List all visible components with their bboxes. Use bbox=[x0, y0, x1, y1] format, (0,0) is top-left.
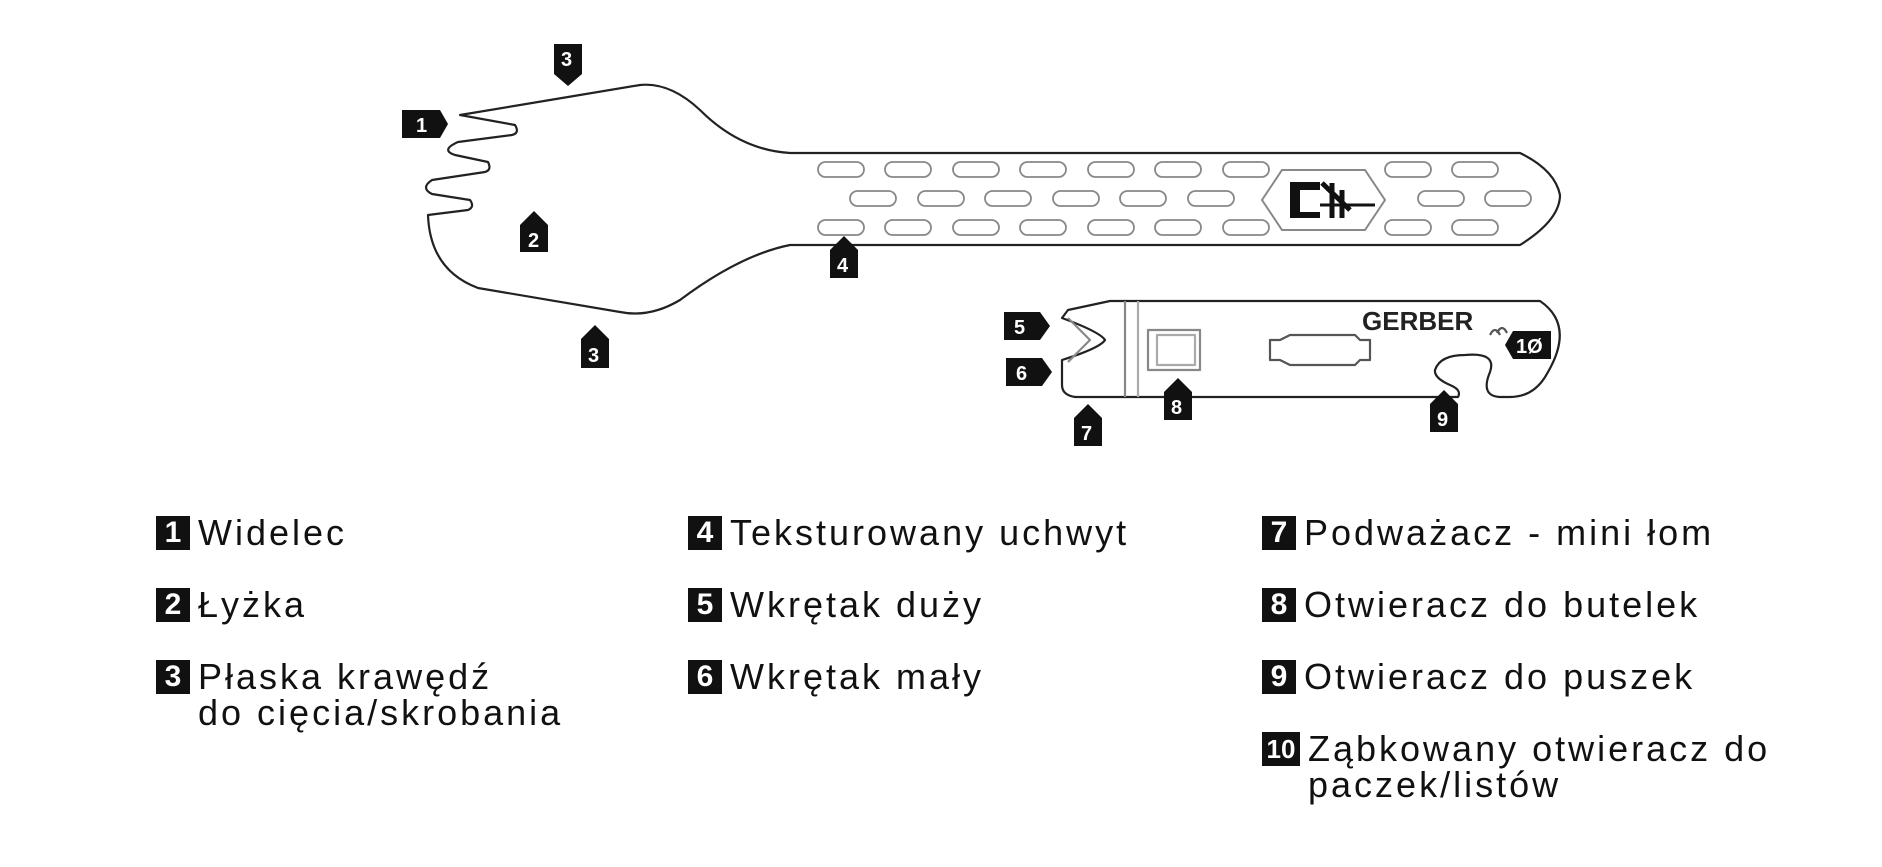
legend-number: 5 bbox=[688, 588, 722, 622]
callout-9: 9 bbox=[1430, 390, 1458, 432]
callout-10: 1Ø bbox=[1505, 331, 1551, 359]
legend-number: 10 bbox=[1262, 732, 1300, 766]
legend-item-4: 4 Teksturowany uchwyt bbox=[688, 515, 1129, 551]
legend-label: Ząbkowany otwieracz do paczek/listów bbox=[1308, 728, 1771, 805]
legend-number: 4 bbox=[688, 516, 722, 550]
legend-label: Widelec bbox=[198, 512, 348, 553]
brand-text: GERBER bbox=[1362, 306, 1473, 336]
svg-text:4: 4 bbox=[837, 255, 849, 277]
svg-text:2: 2 bbox=[528, 230, 539, 252]
legend-item-8: 8 Otwieracz do butelek bbox=[1262, 587, 1700, 623]
legend-item-1: 1 Widelec bbox=[156, 515, 347, 551]
legend-label: Płaska krawędź do cięcia/skrobania bbox=[198, 656, 564, 733]
legend-item-7: 7 Podważacz - mini łom bbox=[1262, 515, 1714, 551]
svg-text:6: 6 bbox=[1016, 363, 1027, 385]
legend-item-2: 2 Łyżka bbox=[156, 587, 307, 623]
legend-label: Otwieracz do puszek bbox=[1304, 656, 1696, 697]
legend-label: Podważacz - mini łom bbox=[1304, 512, 1715, 553]
legend-number: 2 bbox=[156, 588, 190, 622]
legend-item-9: 9 Otwieracz do puszek bbox=[1262, 659, 1695, 695]
svg-text:1Ø: 1Ø bbox=[1516, 336, 1543, 358]
svg-text:1: 1 bbox=[416, 115, 427, 137]
callout-5: 5 bbox=[1004, 312, 1050, 340]
legend-label: Wkrętak duży bbox=[730, 584, 985, 625]
legend-number: 7 bbox=[1262, 516, 1296, 550]
legend-number: 8 bbox=[1262, 588, 1296, 622]
callout-2: 2 bbox=[520, 211, 548, 252]
spork-outline bbox=[424, 83, 1562, 315]
svg-text:3: 3 bbox=[588, 345, 599, 367]
legend-label: Teksturowany uchwyt bbox=[730, 512, 1130, 553]
legend-item-10: 10 Ząbkowany otwieracz do paczek/listów bbox=[1262, 731, 1770, 803]
multitool-outline bbox=[1060, 299, 1561, 399]
legend-item-6: 6 Wkrętak mały bbox=[688, 659, 984, 695]
svg-text:8: 8 bbox=[1171, 397, 1182, 419]
callout-8: 8 bbox=[1164, 378, 1192, 420]
callout-3-bottom: 3 bbox=[581, 325, 609, 368]
legend-label: Wkrętak mały bbox=[730, 656, 985, 697]
callout-6: 6 bbox=[1006, 358, 1052, 386]
legend-item-5: 5 Wkrętak duży bbox=[688, 587, 984, 623]
gerber-logo-icon bbox=[1260, 169, 1387, 231]
svg-text:3: 3 bbox=[561, 49, 572, 71]
legend-item-3: 3 Płaska krawędź do cięcia/skrobania bbox=[156, 659, 563, 731]
callout-7: 7 bbox=[1074, 404, 1102, 446]
svg-text:5: 5 bbox=[1014, 317, 1025, 339]
legend-number: 9 bbox=[1262, 660, 1296, 694]
legend-number: 6 bbox=[688, 660, 722, 694]
legend-number: 1 bbox=[156, 516, 190, 550]
legend-label: Łyżka bbox=[198, 584, 308, 625]
legend-label: Otwieracz do butelek bbox=[1304, 584, 1701, 625]
handle-texture bbox=[817, 161, 1532, 236]
callout-1: 1 bbox=[402, 110, 448, 138]
svg-text:7: 7 bbox=[1081, 423, 1092, 445]
tool-diagram: GERBER 1 2 3 3 4 5 6 7 8 9 1Ø bbox=[402, 44, 1562, 446]
callout-4: 4 bbox=[830, 236, 858, 278]
legend-number: 3 bbox=[156, 660, 190, 694]
callout-3-top: 3 bbox=[554, 44, 582, 86]
svg-text:9: 9 bbox=[1437, 409, 1448, 431]
